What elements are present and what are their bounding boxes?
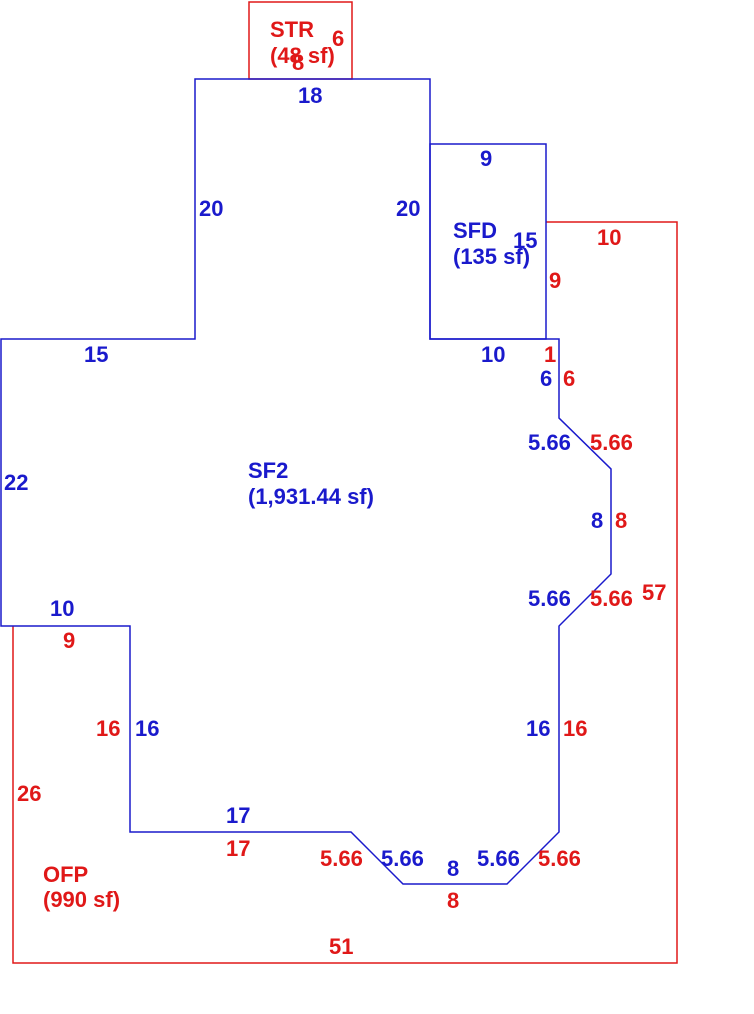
- dimension-label: 16: [526, 716, 550, 741]
- dimension-label: 15: [513, 228, 537, 253]
- dimension-label: 17: [226, 836, 250, 861]
- dimension-label: 20: [396, 196, 420, 221]
- dimension-label: 16: [563, 716, 587, 741]
- dimension-label: 1: [544, 342, 556, 367]
- sf2-area-text: (1,931.44 sf): [248, 484, 374, 509]
- dimension-label: 5.66: [528, 586, 571, 611]
- dimension-label: 5.66: [381, 846, 424, 871]
- dimension-label: 51: [329, 934, 353, 959]
- dimension-label: 8: [615, 508, 627, 533]
- dimension-label: 6: [540, 366, 552, 391]
- dimension-label: 5.66: [538, 846, 581, 871]
- dimension-label: 17: [226, 803, 250, 828]
- dimension-label: 6: [563, 366, 575, 391]
- sfd-area-label: SFD (135 sf): [453, 218, 530, 269]
- dimension-label: 57: [642, 580, 666, 605]
- dimension-label: 18: [298, 83, 322, 108]
- dimension-label: 20: [199, 196, 223, 221]
- dimension-label: 16: [96, 716, 120, 741]
- dimension-label: 8: [447, 888, 459, 913]
- dimension-label: 6: [332, 26, 344, 51]
- ofp-area-label: OFP (990 sf): [43, 862, 120, 912]
- ofp-area-text: (990 sf): [43, 887, 120, 912]
- sf2-area-label: SF2 (1,931.44 sf): [248, 458, 374, 509]
- dimension-label: 10: [597, 225, 621, 250]
- dimension-label: 5.66: [477, 846, 520, 871]
- dimension-label: 8: [591, 508, 603, 533]
- sfd-code-text: SFD: [453, 218, 497, 243]
- dimension-label: 8: [447, 856, 459, 881]
- ofp-code-text: OFP: [43, 862, 88, 887]
- sf2-outline: [0, 78, 612, 885]
- sf2-code-text: SF2: [248, 458, 288, 483]
- dimension-label: 5.66: [590, 430, 633, 455]
- dimension-label: 26: [17, 781, 41, 806]
- str-area-label: STR (48 sf): [270, 17, 335, 68]
- dimension-label: 5.66: [590, 586, 633, 611]
- dimension-label: 9: [480, 146, 492, 171]
- dimension-label: 22: [4, 470, 28, 495]
- dimension-label: 16: [135, 716, 159, 741]
- dimension-label: 10: [481, 342, 505, 367]
- dimension-label: 9: [63, 628, 75, 653]
- dimension-label: 8: [292, 50, 304, 75]
- dimension-label: 9: [549, 268, 561, 293]
- dimension-label: 5.66: [528, 430, 571, 455]
- str-code-text: STR: [270, 17, 314, 42]
- dimension-label: 5.66: [320, 846, 363, 871]
- str-area-text: (48 sf): [270, 43, 335, 68]
- sfd-area-text: (135 sf): [453, 244, 530, 269]
- dimension-label: 15: [84, 342, 108, 367]
- ofp-outline: [12, 221, 678, 964]
- dimension-label: 10: [50, 596, 74, 621]
